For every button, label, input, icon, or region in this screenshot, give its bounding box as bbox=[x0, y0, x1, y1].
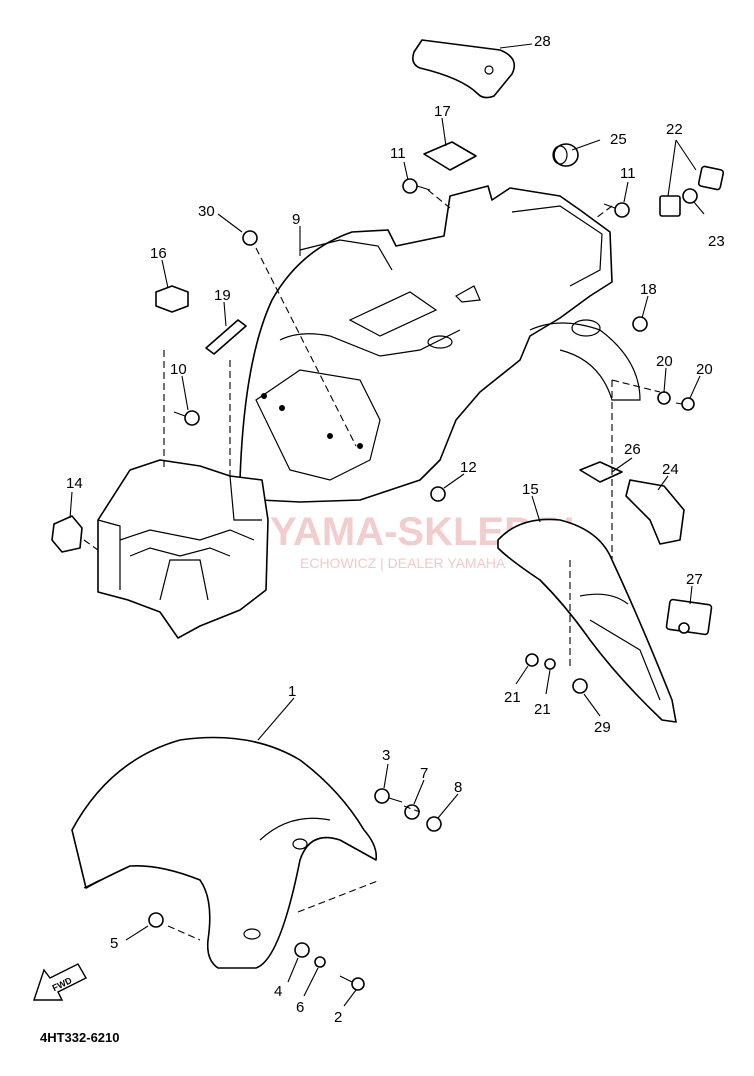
part-16-pad bbox=[205, 319, 247, 355]
callout-23: 23 bbox=[708, 233, 725, 250]
callout-8: 8 bbox=[454, 779, 462, 796]
callout-7: 7 bbox=[420, 765, 428, 782]
hardware-bolts bbox=[148, 178, 695, 991]
part-22-pad-b bbox=[659, 195, 681, 217]
part-battery-box bbox=[97, 459, 269, 639]
part-27-reflector bbox=[665, 598, 713, 636]
part-18-rear-flap bbox=[497, 518, 677, 723]
callout-19: 20 bbox=[696, 361, 713, 378]
callout-leaders bbox=[69, 43, 705, 1007]
callout-1: 1 bbox=[288, 683, 296, 700]
callout-28: 29 bbox=[594, 719, 611, 736]
callout-22: 22 bbox=[666, 121, 683, 138]
part-17-clamp bbox=[51, 515, 83, 553]
part-25-clip bbox=[579, 461, 623, 483]
callout-labels: 28 17 25 22 23 11 11 30 9 16 19 10 18 20… bbox=[66, 33, 725, 1026]
part-1-front-fender bbox=[71, 736, 378, 969]
callout-3: 3 bbox=[382, 747, 390, 764]
callout-11-left: 11 bbox=[390, 145, 406, 162]
part-13-clip bbox=[155, 285, 189, 313]
callout-5: 5 bbox=[110, 935, 118, 952]
part-23-grommet bbox=[682, 188, 698, 204]
fwd-arrow-icon: FWD bbox=[33, 963, 87, 1001]
callout-11-right: 11 bbox=[620, 165, 636, 182]
callout-17: 14 bbox=[66, 475, 83, 492]
assembly-lines bbox=[83, 189, 661, 941]
callout-30: 28 bbox=[534, 33, 551, 50]
callout-21: 21 bbox=[504, 689, 521, 706]
callout-27: 27 bbox=[686, 571, 703, 588]
callout-16: 19 bbox=[214, 287, 231, 304]
callout-26: 25 bbox=[610, 131, 627, 148]
callout-15: 18 bbox=[640, 281, 657, 298]
callout-24: 24 bbox=[662, 461, 679, 478]
callout-4: 4 bbox=[274, 983, 282, 1000]
watermark-sub: ECHOWICZ | DEALER YAMAHA bbox=[300, 555, 506, 571]
diagram-code: 4HT332-6210 bbox=[40, 1030, 120, 1045]
callout-13: 16 bbox=[150, 245, 167, 262]
callout-9: 9 bbox=[292, 211, 300, 228]
callout-10: 10 bbox=[170, 361, 187, 378]
callout-25: 26 bbox=[624, 441, 641, 458]
callout-14: 17 bbox=[434, 103, 451, 120]
part-22-pad bbox=[697, 165, 725, 191]
part-30-seat-cowl bbox=[412, 39, 516, 99]
callout-2: 2 bbox=[334, 1009, 342, 1026]
part-9-rear-fender bbox=[239, 185, 641, 503]
callout-29: 30 bbox=[198, 203, 215, 220]
callout-20-lower: 21 bbox=[534, 701, 551, 718]
callout-18: 15 bbox=[522, 481, 539, 498]
part-14-pad bbox=[423, 141, 477, 171]
callout-12: 12 bbox=[460, 459, 477, 476]
part-26-damper bbox=[552, 143, 579, 167]
callout-20-upper: 20 bbox=[656, 353, 673, 370]
part-29-grommet bbox=[242, 230, 258, 246]
callout-6: 6 bbox=[296, 999, 304, 1016]
part-24-flap bbox=[625, 479, 685, 545]
